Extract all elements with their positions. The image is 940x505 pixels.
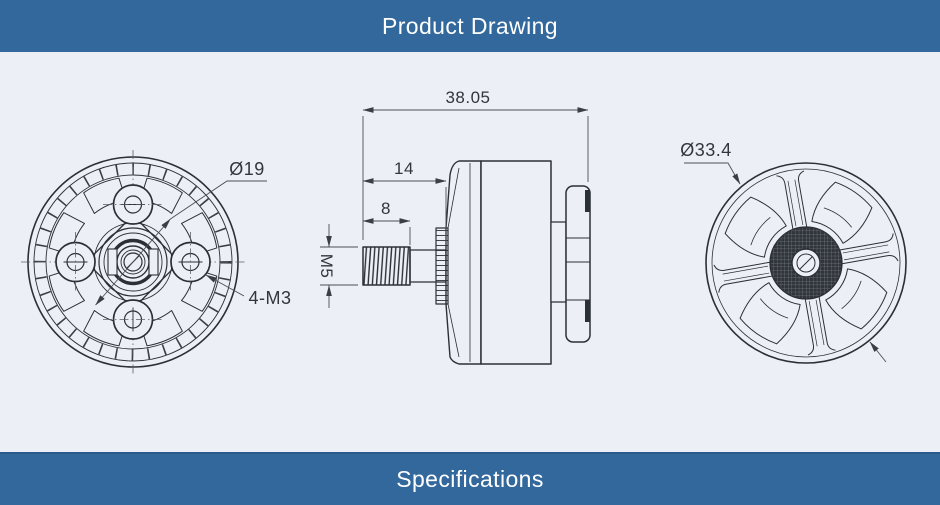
mount-flange (565, 185, 591, 343)
side-dimensions (320, 107, 589, 308)
dim-label-4m3: 4-M3 (248, 288, 291, 308)
dim-label-d19: Ø19 (229, 159, 265, 179)
dim-label-d33-4: Ø33.4 (680, 140, 732, 160)
dim-bolt-circle: Ø19 (95, 159, 267, 306)
base-neck (550, 221, 567, 303)
dim-outer-diameter: Ø33.4 (680, 140, 887, 363)
mount-hole-bottom (103, 299, 163, 340)
page-title: Product Drawing (381, 12, 559, 39)
dim-mount-holes: 4-M3 (205, 274, 291, 308)
mount-hole-left (55, 232, 96, 292)
side-view: 38.05 14 8 M5 (317, 88, 591, 365)
back-view: Ø33.4 (680, 140, 907, 364)
motor-body (480, 160, 552, 365)
mount-hole-right (170, 232, 211, 292)
shaft-threaded (362, 246, 411, 286)
footer-title: Specifications (396, 466, 544, 492)
footer-bar: Specifications (0, 452, 940, 505)
technical-drawing-svg: Ø19 4-M3 (21, 88, 907, 374)
header-bar: Product Drawing (0, 0, 940, 52)
front-view: Ø19 4-M3 (21, 150, 291, 374)
product-drawing-canvas: Ø19 4-M3 (0, 52, 940, 452)
dim-label-thread-length: 8 (381, 199, 391, 218)
shaft-collar (435, 227, 449, 305)
dim-label-thread-spec: M5 (317, 254, 336, 279)
dim-label-overall-length: 38.05 (445, 88, 490, 107)
dim-label-shaft-length: 14 (394, 159, 414, 178)
mount-hole-top (103, 184, 163, 225)
bell-front (445, 160, 482, 365)
